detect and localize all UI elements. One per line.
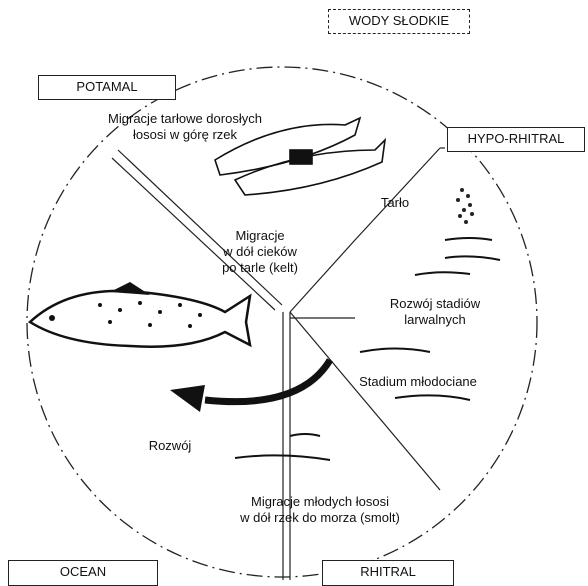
arrow-head-icon [170, 385, 205, 412]
rhitral-box: RHITRAL [322, 560, 454, 586]
potamal-box: POTAMAL [38, 75, 176, 100]
kelt-migration-line-1: Migracje [210, 228, 310, 244]
larval-development-line-1: Rozwój stadiów [375, 296, 495, 312]
ocean-box: OCEAN [8, 560, 158, 586]
kelt-migration-line-2: w dół cieków [210, 244, 310, 260]
wody-slodkie-box: WODY SŁODKIE [328, 9, 470, 34]
spawning-migration-line-1: Migracje tarłowe dorosłych [80, 111, 290, 127]
smolt-migration-line-2: w dół rzek do morza (smolt) [215, 510, 425, 526]
hypo-rhitral-box: HYPO-RHITRAL [447, 127, 585, 152]
larval-development-line-2: larwalnych [375, 312, 495, 328]
smolt-migration-label: Migracje młodych łososi w dół rzek do mo… [215, 494, 425, 526]
kelt-migration-label: Migracje w dół cieków po tarle (kelt) [210, 228, 310, 276]
juvenile-stage-label: Stadium młodociane [348, 374, 488, 390]
spawning-migration-label: Migracje tarłowe dorosłych łososi w górę… [80, 111, 290, 143]
spawning-migration-line-2: łososi w górę rzek [80, 127, 290, 143]
egg-cluster-icon [456, 188, 474, 224]
smolt-migration-line-1: Migracje młodych łososi [215, 494, 425, 510]
larval-development-label: Rozwój stadiów larwalnych [375, 296, 495, 328]
development-arrow [205, 360, 330, 402]
larva-icon [415, 238, 500, 275]
salmon-icon [30, 282, 250, 347]
spawning-label: Tarło [370, 195, 420, 211]
development-label: Rozwój [135, 438, 205, 454]
kelt-migration-line-3: po tarle (kelt) [210, 260, 310, 276]
